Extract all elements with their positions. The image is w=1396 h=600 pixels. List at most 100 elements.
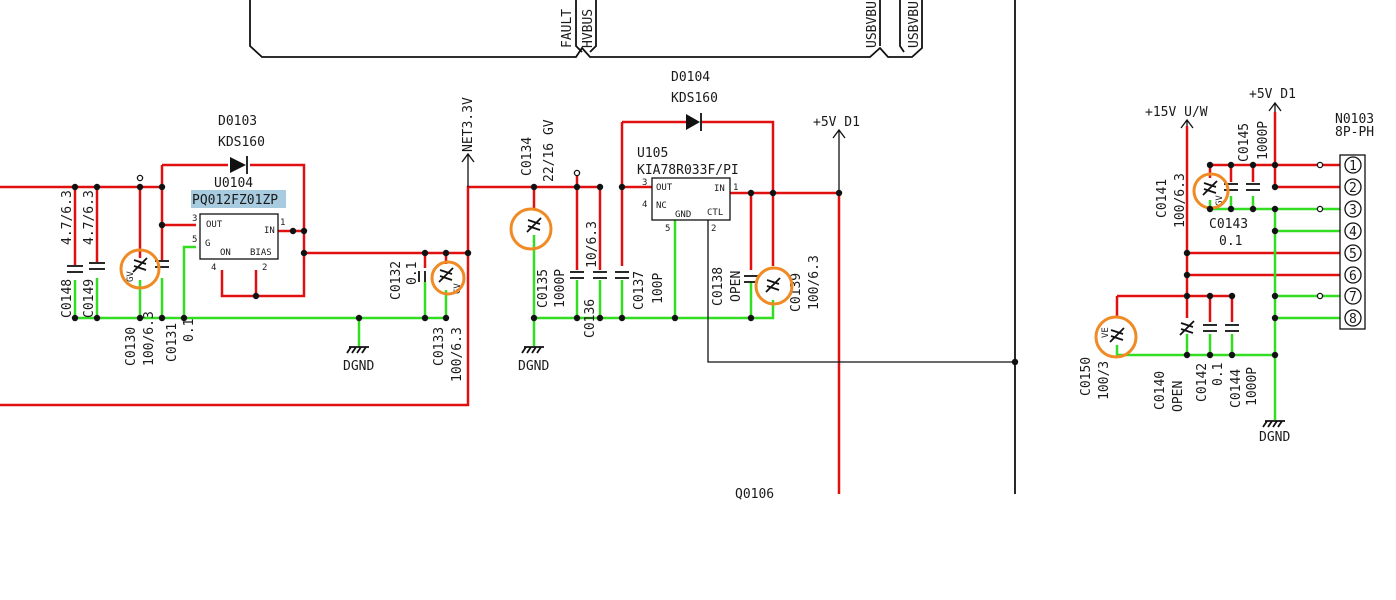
svg-text:BIAS: BIAS — [250, 248, 272, 258]
open-terminal — [136, 174, 144, 182]
svg-text:DGND: DGND — [343, 359, 374, 374]
svg-text:DGND: DGND — [518, 359, 549, 374]
svg-text:1: 1 — [733, 183, 738, 193]
junction-dot — [136, 314, 144, 322]
svg-text:4.7/6.3: 4.7/6.3 — [60, 190, 75, 245]
capacitor-c0148: 4.7/6.3 C0148 — [60, 190, 83, 318]
svg-text:D0104: D0104 — [671, 70, 710, 85]
bus-usbvbus-label-1: USBVBU — [865, 1, 880, 48]
bus-usbvbus-label-2: USBVBU — [907, 1, 922, 48]
junction-dot — [1249, 161, 1257, 169]
diode-d0103: D0103 KDS160 — [218, 114, 265, 174]
u0104-part: PQ012FZ01ZP — [192, 193, 278, 208]
svg-text:1: 1 — [280, 218, 285, 228]
svg-text:1000P: 1000P — [1245, 367, 1260, 406]
dgnd-symbol-3: DGND — [1259, 420, 1290, 445]
net-3v3-flag: NET3.3V — [461, 97, 476, 187]
bus-hvbus-label: HVBUS — [581, 9, 596, 48]
junction-dot — [355, 314, 363, 322]
svg-text:8P-PH: 8P-PH — [1335, 125, 1374, 140]
junction-dot — [618, 183, 626, 191]
svg-text:100/3: 100/3 — [1097, 361, 1112, 400]
svg-text:C0143: C0143 — [1209, 217, 1248, 232]
net3v3-label: NET3.3V — [461, 97, 476, 152]
connector-pin-label-6: 6 — [1349, 269, 1357, 284]
junction-dot — [1227, 205, 1235, 213]
open-terminal — [573, 169, 581, 177]
u0104-ref: U0104 — [214, 176, 253, 191]
svg-text:C0141: C0141 — [1155, 179, 1170, 218]
capacitor-c0150: VE C0150 100/3 — [1079, 327, 1125, 400]
svg-text:C0148: C0148 — [60, 279, 75, 318]
junction-dot — [1271, 351, 1279, 359]
dgnd-symbol-1: DGND — [343, 346, 374, 374]
capacitor-c0130: GV C0130 100/6.3 — [124, 257, 157, 366]
junction-dot — [93, 314, 101, 322]
junction-dot — [300, 249, 308, 257]
junction-dot — [618, 314, 626, 322]
svg-text:100/6.3: 100/6.3 — [450, 327, 465, 382]
capacitor-c0137: C0137 100P — [615, 271, 666, 310]
svg-text:10/6.3: 10/6.3 — [585, 221, 600, 268]
svg-text:C0142: C0142 — [1195, 363, 1210, 402]
ic-u0104: U0104 PQ012FZ01ZP OUT IN G ON BIAS 3 5 1… — [191, 176, 286, 273]
junction-dot — [180, 314, 188, 322]
svg-text:100/6.3: 100/6.3 — [807, 255, 822, 310]
junction-dot — [464, 249, 472, 257]
svg-text:5: 5 — [665, 224, 670, 234]
svg-text:NC: NC — [656, 201, 667, 211]
svg-text:C0145: C0145 — [1237, 123, 1252, 162]
connector-pin-label-7: 7 — [1349, 290, 1357, 305]
svg-text:1000P: 1000P — [1256, 121, 1271, 160]
junction-dot — [1271, 205, 1279, 213]
svg-text:U105: U105 — [637, 146, 668, 161]
svg-text:4: 4 — [642, 200, 647, 210]
svg-text:2: 2 — [262, 263, 267, 273]
svg-text:3: 3 — [642, 178, 647, 188]
capacitor-c0141: GV C0141 100/6.3 — [1155, 173, 1225, 228]
capacitor-c0133: GV C0133 100/6.3 — [432, 267, 465, 382]
svg-text:3: 3 — [192, 214, 197, 224]
capacitor-c0142: C0142 0.1 — [1195, 324, 1226, 402]
svg-text:GV: GV — [1215, 195, 1225, 206]
diode-d0104: D0104 KDS160 — [671, 70, 718, 131]
junction-dot — [136, 183, 144, 191]
svg-text:C0150: C0150 — [1079, 357, 1094, 396]
junction-dot — [1206, 161, 1214, 169]
svg-text:0.1: 0.1 — [405, 262, 420, 285]
open-terminal — [1316, 205, 1324, 213]
svg-text:0.1: 0.1 — [1219, 234, 1242, 249]
svg-text:GV: GV — [126, 271, 136, 282]
connector-pin-label-1: 1 — [1349, 159, 1357, 174]
capacitor-c0143: C0143 0.1 — [1209, 217, 1248, 249]
svg-text:IN: IN — [264, 226, 275, 236]
junction-dot — [1183, 249, 1191, 257]
junction-dot — [1228, 292, 1236, 300]
svg-text:KIA78R033F/PI: KIA78R033F/PI — [637, 163, 739, 178]
junction-dot — [1271, 314, 1279, 322]
svg-text:OUT: OUT — [206, 220, 223, 230]
svg-text:C0135: C0135 — [536, 269, 551, 308]
junction-dot — [1206, 351, 1214, 359]
junction-dot — [252, 292, 260, 300]
junction-dot — [93, 183, 101, 191]
svg-text:C0140: C0140 — [1153, 371, 1168, 410]
junction-dot — [1183, 292, 1191, 300]
connector-pin-label-2: 2 — [1349, 181, 1357, 196]
junction-dot — [747, 314, 755, 322]
svg-text:+5V D1: +5V D1 — [1249, 87, 1296, 102]
svg-text:IN: IN — [714, 184, 725, 194]
net-plus15v-flag: +15V U/W — [1145, 105, 1208, 129]
junction-dot — [769, 189, 777, 197]
junction-dot — [1206, 292, 1214, 300]
connector-pin-label-3: 3 — [1349, 203, 1357, 218]
connector-pin-5 — [1344, 244, 1362, 262]
svg-text:C0149: C0149 — [82, 279, 97, 318]
net-plus5v-flag-1: +5V D1 — [813, 115, 860, 193]
junction-dot — [1206, 205, 1214, 213]
junction-dot — [1271, 292, 1279, 300]
junction-dot — [158, 183, 166, 191]
svg-text:100/6.3: 100/6.3 — [1173, 173, 1188, 228]
junction-dot — [300, 227, 308, 235]
svg-text:1000P: 1000P — [553, 269, 568, 308]
